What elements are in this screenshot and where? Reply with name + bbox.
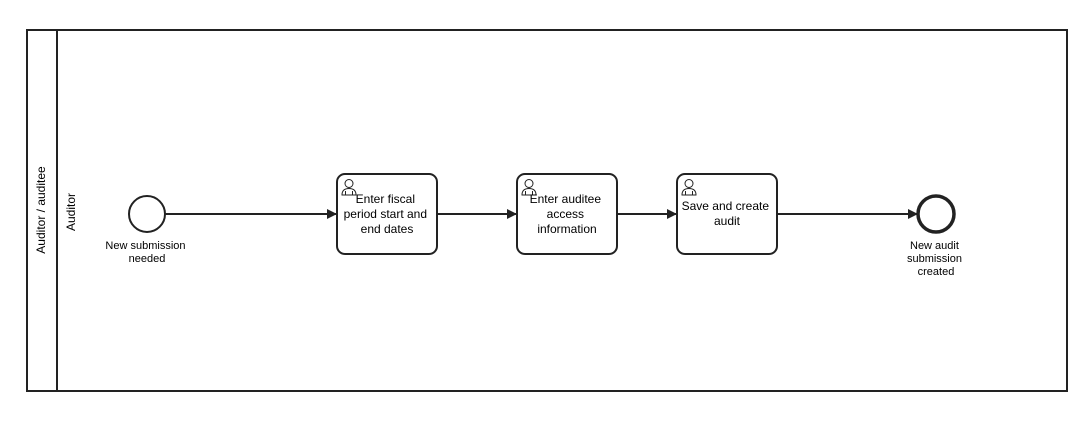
- user-icon: [521, 179, 537, 196]
- user-icon: [681, 179, 697, 196]
- task-box: [516, 173, 618, 255]
- task-enter-auditee-access[interactable]: Enter auditee access information: [516, 173, 618, 255]
- end-event-label-line-3: created: [918, 266, 955, 278]
- task-label: Enter fiscal period start and end dates: [344, 192, 431, 236]
- task-box: [336, 173, 438, 255]
- task-label-line-1: Save and create: [682, 199, 770, 213]
- task-enter-fiscal-period[interactable]: Enter fiscal period start and end dates: [336, 173, 438, 255]
- task-label: Save and create audit: [682, 199, 773, 228]
- end-event[interactable]: [916, 194, 956, 234]
- start-event-label-line-1: New submission: [105, 240, 185, 252]
- pool-label: Auditor / auditee: [34, 166, 48, 254]
- task-save-and-create-audit[interactable]: Save and create audit: [676, 173, 778, 255]
- start-event[interactable]: [128, 195, 166, 233]
- end-event-label: New audit submission created: [907, 240, 965, 278]
- start-event-circle: [128, 195, 166, 233]
- task-label-line-2: audit: [714, 214, 741, 228]
- task-label-line-2: access: [547, 207, 584, 221]
- end-event-label-line-1: New audit: [910, 240, 959, 252]
- end-event-label-line-2: submission: [907, 253, 962, 265]
- end-event-circle: [916, 194, 956, 234]
- task-label-line-3: information: [537, 222, 596, 236]
- lane-label: Auditor: [64, 193, 78, 231]
- task-box: [676, 173, 778, 255]
- task-label-line-1: Enter auditee: [530, 192, 602, 206]
- start-event-label-line-2: needed: [129, 253, 166, 265]
- task-label-line-1: Enter fiscal: [356, 192, 415, 206]
- start-event-label: New submission needed: [105, 240, 188, 265]
- task-label: Enter auditee access information: [530, 192, 605, 236]
- task-label-line-2: period start and: [344, 207, 427, 221]
- task-label-line-3: end dates: [361, 222, 414, 236]
- user-icon: [341, 179, 357, 196]
